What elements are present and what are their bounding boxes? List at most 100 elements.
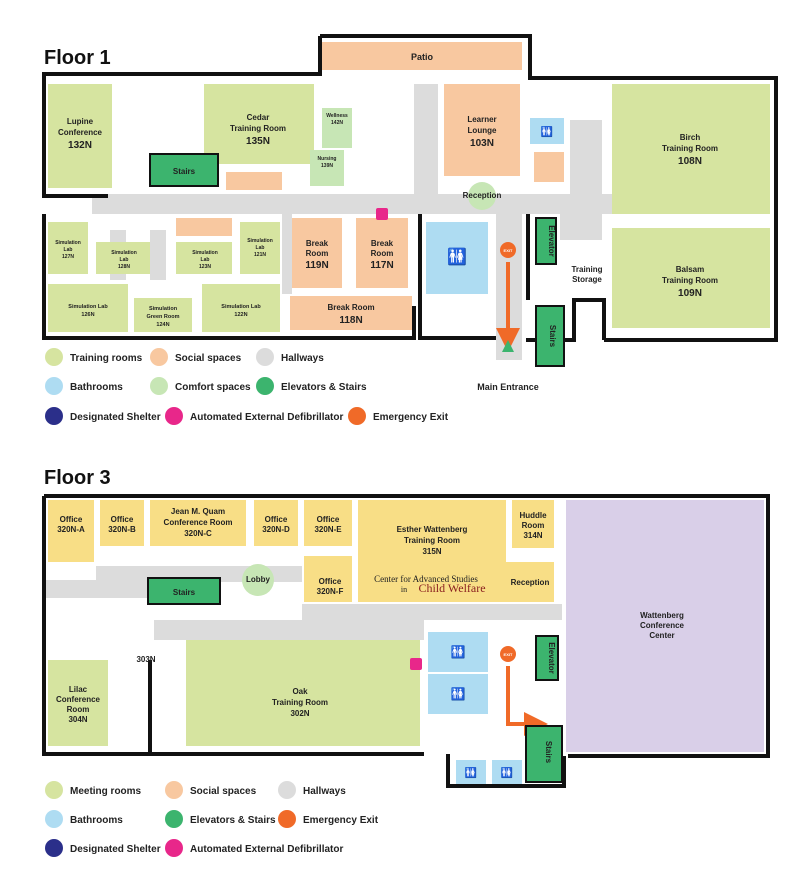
svg-text:Jean M. Quam: Jean M. Quam: [171, 507, 225, 516]
office-320n-d-label: Office 320N-D: [262, 515, 290, 534]
svg-text:127N: 127N: [62, 254, 74, 260]
sim-123-label: Simulation Lab 123N: [192, 250, 218, 270]
exit-label: EXIT: [504, 652, 513, 657]
svg-text:Birch: Birch: [680, 133, 701, 142]
birch-label: Birch Training Room 108N: [662, 133, 718, 167]
legend-social-spaces: Social spaces: [190, 786, 257, 797]
svg-text:Lab: Lab: [256, 245, 265, 251]
svg-text:Room: Room: [306, 249, 329, 258]
break-118-label: Break Room 118N: [327, 303, 374, 326]
svg-text:304N: 304N: [68, 715, 87, 724]
svg-text:Lilac: Lilac: [69, 685, 88, 694]
legend-bathrooms: Bathrooms: [70, 382, 123, 393]
svg-text:Room: Room: [522, 521, 545, 530]
wellness-number: 142N: [331, 120, 343, 126]
svg-text:Room: Room: [371, 249, 394, 258]
cas-label: Center for Advanced Studies: [374, 574, 478, 584]
svg-text:Office: Office: [60, 515, 83, 524]
room-sim-126: [48, 284, 128, 332]
jean-quam-label: Jean M. Quam Conference Room 320N-C: [164, 507, 233, 538]
legend-aed: Automated External Defibrillator: [190, 844, 343, 855]
svg-text:Lab: Lab: [201, 257, 210, 263]
svg-text:108N: 108N: [678, 156, 702, 167]
stairs-b: [525, 725, 563, 783]
svg-text:109N: 109N: [678, 288, 702, 299]
sim-127-label: Simulation Lab 127N: [55, 240, 81, 260]
svg-text:Office: Office: [319, 577, 342, 586]
office-320n-a-label: Office 320N-A: [57, 515, 85, 534]
legend-emergency-exit: Emergency Exit: [303, 815, 379, 826]
svg-text:Training: Training: [571, 265, 602, 274]
svg-text:Office: Office: [111, 515, 134, 524]
aed-icon: [410, 658, 422, 670]
svg-text:Conference Room: Conference Room: [164, 518, 233, 527]
svg-text:Lab: Lab: [120, 257, 129, 263]
nursing-label: Nursing: [318, 156, 337, 162]
aed-icon: [376, 208, 388, 220]
legend-meeting-rooms: Meeting rooms: [70, 786, 142, 797]
legend-bathrooms: Bathrooms: [70, 815, 123, 826]
svg-text:Training Room: Training Room: [662, 144, 718, 153]
main-entrance-label: Main Entrance: [477, 382, 539, 392]
room-wattenberg-center: [566, 500, 764, 752]
legend-designated-shelter: Designated Shelter: [70, 412, 161, 423]
bathroom-a: [428, 632, 488, 672]
restroom-icon: 🚻: [451, 687, 466, 701]
svg-text:Training Room: Training Room: [404, 536, 460, 545]
svg-text:Simulation: Simulation: [55, 240, 81, 246]
legend-emergency-exit: Emergency Exit: [373, 412, 449, 423]
oak-label: Oak Training Room 302N: [272, 687, 328, 718]
svg-text:135N: 135N: [246, 136, 270, 147]
wattenberg-center-label: Wattenberg Conference Center: [640, 611, 685, 640]
room-break-118: [290, 296, 412, 330]
room-sim-123: [176, 242, 232, 274]
bathroom-center: [426, 222, 488, 294]
room-lupine: [48, 84, 112, 188]
stairs-b-label: Stairs: [548, 325, 557, 348]
entrance-marker: [502, 340, 514, 352]
svg-text:118N: 118N: [339, 315, 362, 326]
nursing-number: 139N: [321, 163, 333, 169]
legend-training-rooms: Training rooms: [70, 353, 143, 364]
svg-text:Simulation Lab: Simulation Lab: [68, 304, 108, 310]
bathroom-top: [530, 118, 564, 144]
elevator-label: Elevator: [547, 225, 556, 257]
lilac-label: Lilac Conference Room 304N: [56, 685, 101, 724]
room-balsam: [612, 228, 770, 328]
restroom-icon: 🚻: [447, 247, 467, 266]
office-320n-f-label: Office 320N-F: [317, 577, 344, 596]
room-nursing: [310, 150, 344, 186]
room-huddle: [512, 500, 554, 548]
legend-elevators-stairs: Elevators & Stairs: [281, 382, 367, 393]
room-sim-128: [96, 242, 150, 274]
patio-label: Patio: [411, 52, 434, 62]
lobby-label: Lobby: [246, 575, 271, 584]
room-oak: [186, 640, 420, 746]
svg-text:Simulation: Simulation: [111, 250, 137, 256]
reception-label: Reception: [463, 191, 502, 200]
room-wellness: [322, 108, 352, 148]
room-office-320n-a: [48, 500, 94, 562]
svg-text:Esther Wattenberg: Esther Wattenberg: [397, 525, 468, 534]
break-119-label: Break Room 119N: [305, 239, 328, 271]
svg-text:124N: 124N: [156, 322, 169, 328]
svg-text:Training Room: Training Room: [272, 698, 328, 707]
svg-text:122N: 122N: [234, 312, 247, 318]
sim-128-label: Simulation Lab 128N: [111, 250, 137, 270]
svg-text:320N-C: 320N-C: [184, 529, 212, 538]
svg-text:320N-B: 320N-B: [108, 525, 136, 534]
stairs-b: [535, 305, 565, 367]
svg-text:123N: 123N: [199, 264, 211, 270]
svg-text:Simulation: Simulation: [149, 306, 178, 312]
stairs-a: [147, 577, 221, 605]
svg-text:Green Room: Green Room: [146, 314, 179, 320]
svg-text:Break: Break: [371, 239, 394, 248]
restroom-icon: 🚻: [501, 766, 513, 779]
svg-text:Room: Room: [67, 705, 90, 714]
sim-122-label: Simulation Lab 122N: [221, 304, 261, 318]
break-117-label: Break Room 117N: [370, 239, 393, 271]
room-birch: [612, 84, 770, 214]
floor-3-title: Floor 3: [44, 467, 111, 489]
svg-text:Huddle: Huddle: [519, 511, 547, 520]
